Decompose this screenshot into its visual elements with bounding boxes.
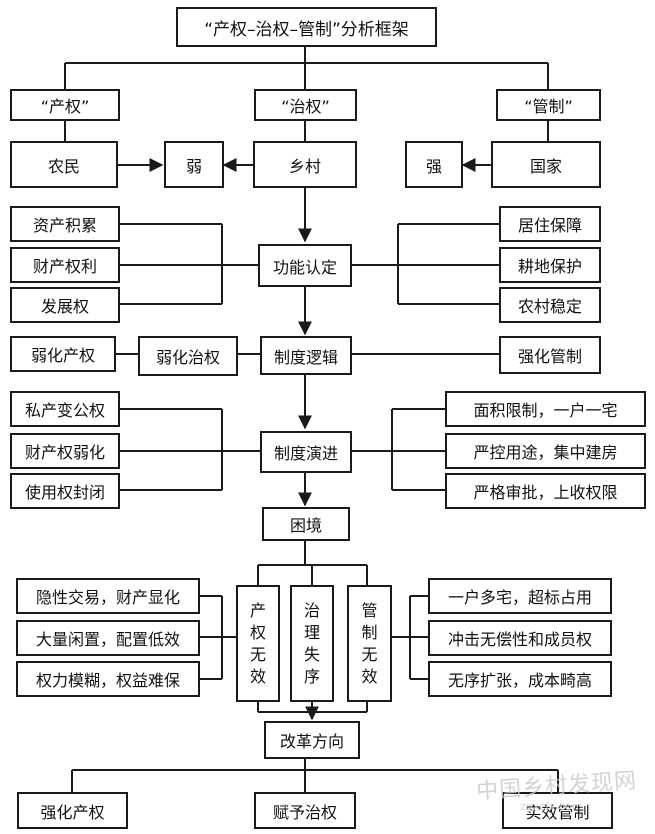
reform-item-2: 赋予治权 — [254, 792, 356, 829]
reform-item-1: 强化产权 — [17, 792, 128, 829]
dilemma-char: 无 — [361, 644, 378, 664]
evolution-right-2: 严控用途，集中建房 — [445, 433, 646, 469]
function-right-2: 耕地保护 — [499, 247, 601, 283]
watermark-url: zgxcfx.com — [520, 800, 583, 813]
node-farmers: 农民 — [10, 141, 118, 188]
dilemma-right-2: 冲击无偿性和成员权 — [428, 620, 612, 656]
node-weak: 弱 — [164, 141, 224, 188]
function-left-1: 资产积累 — [10, 206, 120, 242]
node-evolution: 制度演进 — [260, 431, 352, 473]
function-left-3: 发展权 — [10, 287, 120, 323]
evolution-left-1: 私产变公权 — [10, 391, 120, 427]
dilemma-left-1: 隐性交易，财产显化 — [16, 578, 200, 614]
node-village: 乡村 — [253, 141, 357, 188]
dilemma-right-3: 无序扩张，成本畸高 — [428, 661, 612, 697]
institution-right: 强化管制 — [499, 336, 601, 374]
dilemma-governance-disorder: 治 理 失 序 — [290, 585, 334, 702]
dilemma-char: 制 — [361, 622, 378, 642]
evolution-right-1: 面积限制，一户一宅 — [445, 391, 646, 427]
dilemma-char: 治 — [303, 600, 320, 620]
function-right-3: 农村稳定 — [499, 287, 601, 323]
dilemma-char: 序 — [303, 666, 320, 686]
branch-governance: “治权” — [254, 89, 357, 121]
function-left-2: 财产权利 — [10, 247, 120, 283]
evolution-right-3: 严格审批，上收权限 — [445, 473, 646, 509]
function-right-1: 居住保障 — [499, 206, 601, 242]
branch-control: “管制” — [496, 89, 601, 121]
dilemma-char: 管 — [361, 600, 378, 620]
dilemma-char: 理 — [303, 622, 320, 642]
branch-property: “产权” — [10, 89, 120, 121]
dilemma-left-2: 大量闲置，配置低效 — [16, 620, 200, 656]
node-institution: 制度逻辑 — [260, 336, 352, 375]
dilemma-char: 效 — [361, 666, 378, 686]
dilemma-char: 效 — [249, 666, 266, 686]
evolution-left-2: 财产权弱化 — [10, 433, 120, 469]
dilemma-char: 失 — [303, 644, 320, 664]
node-reform: 改革方向 — [264, 721, 360, 759]
dilemma-property-invalid: 产 权 无 效 — [236, 585, 280, 702]
node-state: 国家 — [491, 141, 601, 188]
dilemma-char: 产 — [249, 600, 266, 620]
dilemma-char: 权 — [249, 622, 266, 642]
institution-left-outer: 弱化产权 — [10, 336, 116, 372]
dilemma-right-1: 一户多宅，超标占用 — [428, 578, 612, 614]
node-function: 功能认定 — [258, 244, 352, 287]
diagram-title: “产权–治权–管制”分析框架 — [176, 7, 437, 47]
dilemma-char: 无 — [249, 644, 266, 664]
institution-left-inner: 弱化治权 — [138, 336, 238, 376]
dilemma-control-invalid: 管 制 无 效 — [347, 585, 392, 702]
evolution-left-3: 使用权封闭 — [10, 473, 120, 509]
reform-item-3: 实效管制 — [502, 792, 613, 829]
node-dilemma: 困境 — [262, 507, 350, 541]
node-strong: 强 — [405, 141, 463, 188]
dilemma-left-3: 权力模糊，权益难保 — [16, 661, 200, 697]
